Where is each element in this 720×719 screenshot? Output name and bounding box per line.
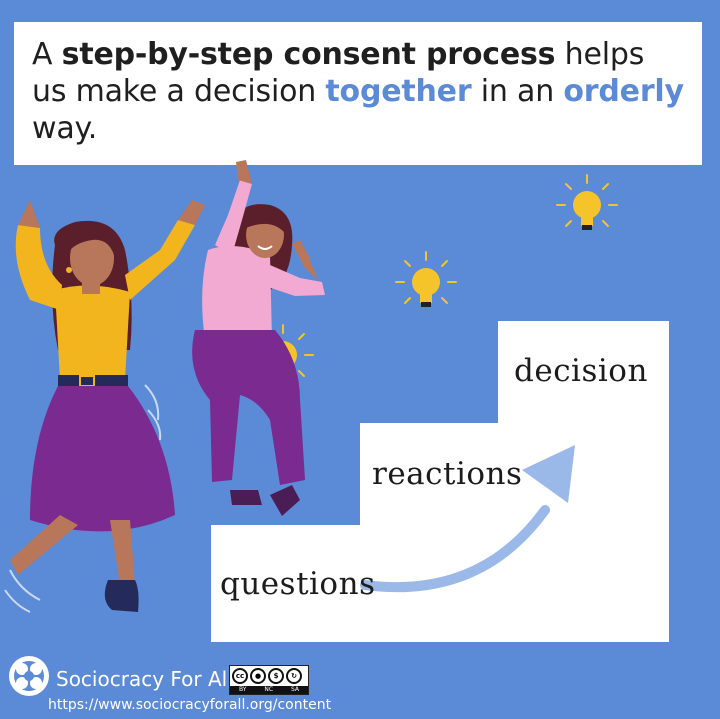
lightbulb-icon [395, 251, 457, 307]
headline-accent-together: together [325, 74, 472, 109]
headline-part: A [32, 37, 62, 72]
license-tag-by: BY [238, 686, 247, 693]
license-tags: BY NC SA [230, 686, 308, 694]
org-url[interactable]: https://www.sociocracyforall.org/content [48, 697, 332, 713]
sa-icon: ↻ [286, 668, 302, 684]
headline-box: A step-by-step consent process helps us … [14, 22, 702, 165]
org-name: Sociocracy For All [56, 667, 233, 691]
license-tag-nc: NC [264, 686, 274, 693]
headline-part: in an [471, 74, 564, 109]
step-label-reactions: reactions [372, 456, 523, 492]
license-tag-sa: SA [290, 686, 300, 693]
headline-accent-orderly: orderly [563, 74, 684, 109]
by-icon: ● [250, 668, 266, 684]
step-reactions [360, 423, 669, 533]
cc-circle: cc [232, 668, 248, 684]
creative-commons-icon: cc ● $ ↻ BY NC SA [229, 665, 309, 695]
headline-part: helps us make a decision [32, 37, 645, 109]
headline-text: A step-by-step consent process helps us … [32, 36, 684, 147]
headline-bold-phrase: step-by-step consent process [61, 37, 556, 72]
motion-lines [4, 384, 162, 613]
step-decision [498, 321, 669, 431]
nc-icon: $ [268, 668, 284, 684]
woman-yellow-top [10, 200, 205, 612]
step-label-decision: decision [514, 353, 648, 389]
curved-arrow-icon [360, 445, 575, 593]
lightbulb-icon [556, 174, 618, 230]
sociocracy-logo-icon [9, 656, 49, 696]
woman-pink-top [192, 160, 325, 516]
headline-part: way. [32, 111, 98, 146]
step-label-questions: questions [220, 566, 376, 602]
